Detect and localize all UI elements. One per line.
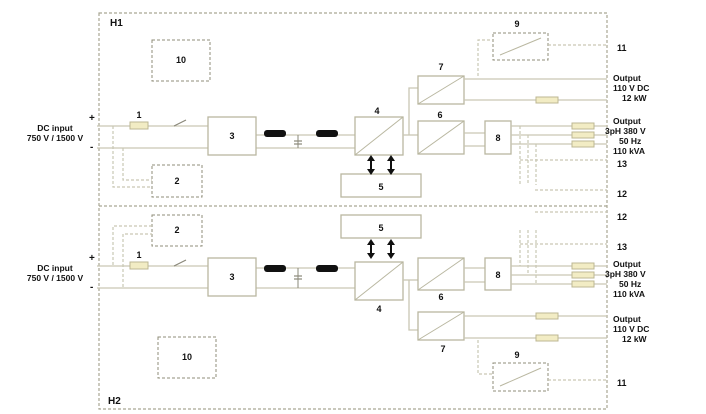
dc-output-voltage: 110 V DC (613, 83, 649, 93)
block-13-label: 13 (617, 242, 627, 252)
block-6-label: 6 (438, 292, 443, 302)
section-label-h2: H2 (108, 396, 121, 407)
block-1-label: 1 (136, 250, 141, 260)
block-3 (207, 116, 257, 156)
dc-output-power: 12 kW (622, 93, 648, 103)
block-2 (151, 214, 203, 247)
dc-output-power: 12 kW (622, 334, 648, 344)
plus-sign: + (89, 113, 95, 124)
block-11-label: 11 (617, 378, 627, 388)
block-8 (484, 257, 512, 291)
ac-output-label: Output (613, 259, 641, 269)
dc-input-label: DC input (37, 263, 73, 273)
block-4-label: 4 (374, 106, 379, 116)
block-5-label: 5 (378, 223, 383, 233)
block-8 (484, 120, 512, 155)
block-7-label: 7 (440, 344, 445, 354)
block-3-label: 3 (229, 131, 234, 141)
block-3-label: 3 (229, 272, 234, 282)
block-7-label: 7 (438, 62, 443, 72)
input-switch (173, 259, 187, 267)
dc-input-voltage: 750 V / 1500 V (27, 273, 84, 283)
dc-output-label: Output (613, 314, 641, 324)
ac-output-power: 110 kVA (613, 146, 645, 156)
block-9 (492, 32, 549, 61)
section-h2: 2 DC input 750 V / 1500 V + - 1 3 5 (27, 211, 649, 392)
ac-output-voltage: 3pH 380 V (605, 269, 646, 279)
block-11-label: 11 (617, 43, 627, 53)
block-10 (157, 336, 217, 379)
block-5-label: 5 (378, 182, 383, 192)
dc-output-label: Output (613, 73, 641, 83)
block-8-label: 8 (495, 270, 500, 280)
fuse-1 (129, 121, 149, 130)
ac-output-power: 110 kVA (613, 289, 645, 299)
dc-input-label: DC input (37, 123, 73, 133)
block-8-label: 8 (495, 133, 500, 143)
ac-output-voltage: 3pH 380 V (605, 126, 646, 136)
block-6-label: 6 (437, 110, 442, 120)
dc-output-voltage: 110 V DC (613, 324, 649, 334)
block-12-label: 12 (617, 189, 627, 199)
block-10-label: 10 (182, 352, 192, 362)
block-2 (151, 164, 203, 198)
choke-2 (316, 265, 338, 272)
block-12-label: 12 (617, 212, 627, 222)
fuse-1 (129, 261, 149, 270)
block-1-label: 1 (136, 110, 141, 120)
section-h1: 10 DC input 750 V / 1500 V + - 1 2 3 4 (27, 19, 650, 199)
block-2-label: 2 (174, 176, 179, 186)
block-13-label: 13 (617, 159, 627, 169)
block-9-label: 9 (514, 19, 519, 29)
block-9 (492, 362, 549, 392)
diagram-frame (98, 12, 608, 410)
minus-sign: - (90, 282, 93, 293)
block-10 (151, 39, 211, 82)
plus-sign: + (89, 253, 95, 264)
choke-1 (264, 130, 286, 137)
input-switch (173, 119, 187, 127)
block-5 (340, 173, 422, 198)
choke-2 (316, 130, 338, 137)
choke-1 (264, 265, 286, 272)
ac-output-frequency: 50 Hz (619, 136, 641, 146)
dc-input-voltage: 750 V / 1500 V (27, 133, 84, 143)
section-label-h1: H1 (110, 18, 123, 29)
block-2-label: 2 (174, 225, 179, 235)
block-3 (207, 257, 257, 297)
minus-sign: - (90, 142, 93, 153)
ac-output-frequency: 50 Hz (619, 279, 641, 289)
block-4-label: 4 (376, 304, 381, 314)
block-9-label: 9 (514, 350, 519, 360)
block-5 (340, 214, 422, 239)
block-10-label: 10 (176, 55, 186, 65)
ac-output-label: Output (613, 116, 641, 126)
